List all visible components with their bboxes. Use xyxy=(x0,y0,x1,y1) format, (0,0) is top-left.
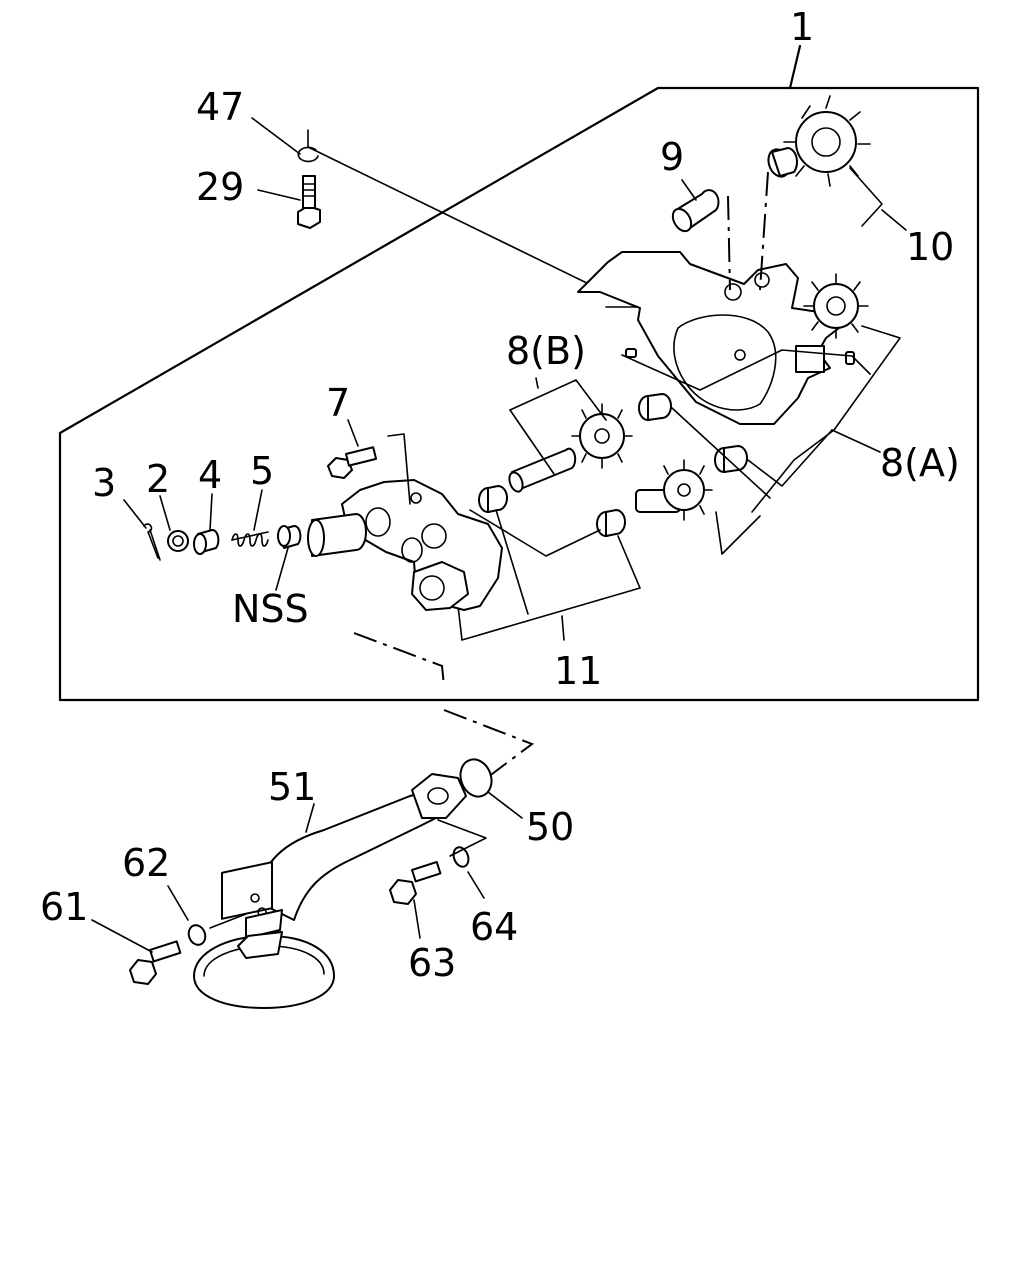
leader-lines xyxy=(123,117,907,641)
callout-64: 64 xyxy=(470,905,518,949)
callout-4: 4 xyxy=(198,453,222,497)
plug-9 xyxy=(671,189,720,233)
callout-7: 7 xyxy=(326,381,350,425)
snap-ring-47 xyxy=(297,146,319,163)
bush-10 xyxy=(767,147,799,178)
bush-11-left xyxy=(478,485,508,513)
bush-11-right xyxy=(596,509,626,537)
cotter-pin-3 xyxy=(143,523,161,561)
callout-5: 5 xyxy=(250,449,274,493)
callout-2: 2 xyxy=(146,457,170,501)
callout-3: 3 xyxy=(92,461,116,505)
callout-8b: 8(B) xyxy=(506,329,586,373)
bush-8a-lower xyxy=(714,445,748,473)
washer-62 xyxy=(187,924,207,946)
callout-11: 11 xyxy=(554,649,602,693)
callout-10: 10 xyxy=(906,225,954,269)
retainer-nss xyxy=(277,525,302,549)
callout-29: 29 xyxy=(196,165,244,209)
callout-61: 61 xyxy=(40,885,88,929)
bush-8a-upper xyxy=(638,393,672,421)
spring-seat-2 xyxy=(167,530,189,552)
callout-nss: NSS xyxy=(232,587,309,631)
callout-63: 63 xyxy=(408,941,456,985)
drive-gear xyxy=(803,273,869,339)
callout-51: 51 xyxy=(268,765,316,809)
spring-5 xyxy=(231,531,269,547)
pump-body xyxy=(307,479,503,611)
bolt-63 xyxy=(389,860,442,905)
strainer-pipe-51 xyxy=(193,773,467,1009)
o-ring-50 xyxy=(459,758,493,798)
washer-64 xyxy=(452,846,470,868)
shaft-8b xyxy=(508,447,577,493)
callout-47: 47 xyxy=(196,85,244,129)
callout-1: 1 xyxy=(790,5,814,49)
assembly-boundary xyxy=(58,44,980,702)
bolt-29 xyxy=(297,175,321,229)
callout-50: 50 xyxy=(526,805,574,849)
gear-8a xyxy=(635,459,713,521)
gear-10 xyxy=(783,95,871,187)
bolt-7 xyxy=(327,446,378,479)
callout-9: 9 xyxy=(660,135,684,179)
callout-62: 62 xyxy=(122,841,170,885)
bolt-61 xyxy=(129,940,182,985)
plunger-4 xyxy=(193,529,220,555)
callout-8a: 8(A) xyxy=(880,441,960,485)
pump-cover xyxy=(577,251,845,425)
